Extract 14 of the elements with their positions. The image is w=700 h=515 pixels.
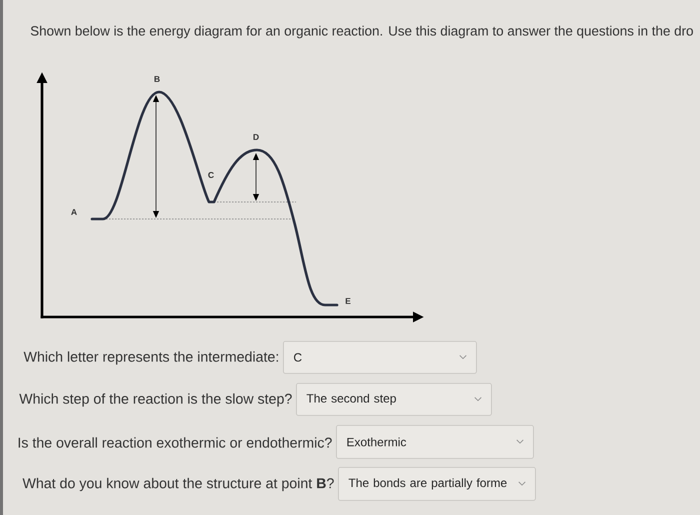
question-text: Which letter represents the intermediate: (24, 351, 278, 365)
dropdown-field: C (283, 341, 477, 374)
point-label: E (346, 298, 350, 304)
dropdown-field: Exothermic (336, 425, 534, 459)
question-text: Is the overall reaction exothermic or endothermic? (18, 437, 332, 448)
question-text: What do you know about the structure at point B? (22, 478, 334, 492)
point-label: C (208, 172, 214, 178)
dropdown-field: The second step (296, 383, 492, 416)
point-label: D (254, 134, 259, 140)
point-label: A (71, 209, 77, 215)
question-text: Which step of the reaction is the slow step? (19, 393, 292, 407)
point-label: B (154, 76, 160, 82)
dropdown-field: The bonds are partially forme (338, 467, 536, 501)
instruction-text: Shown below is the energy diagram for an organic reaction. Use this diagram to answer the questions in the dro (30, 26, 693, 38)
